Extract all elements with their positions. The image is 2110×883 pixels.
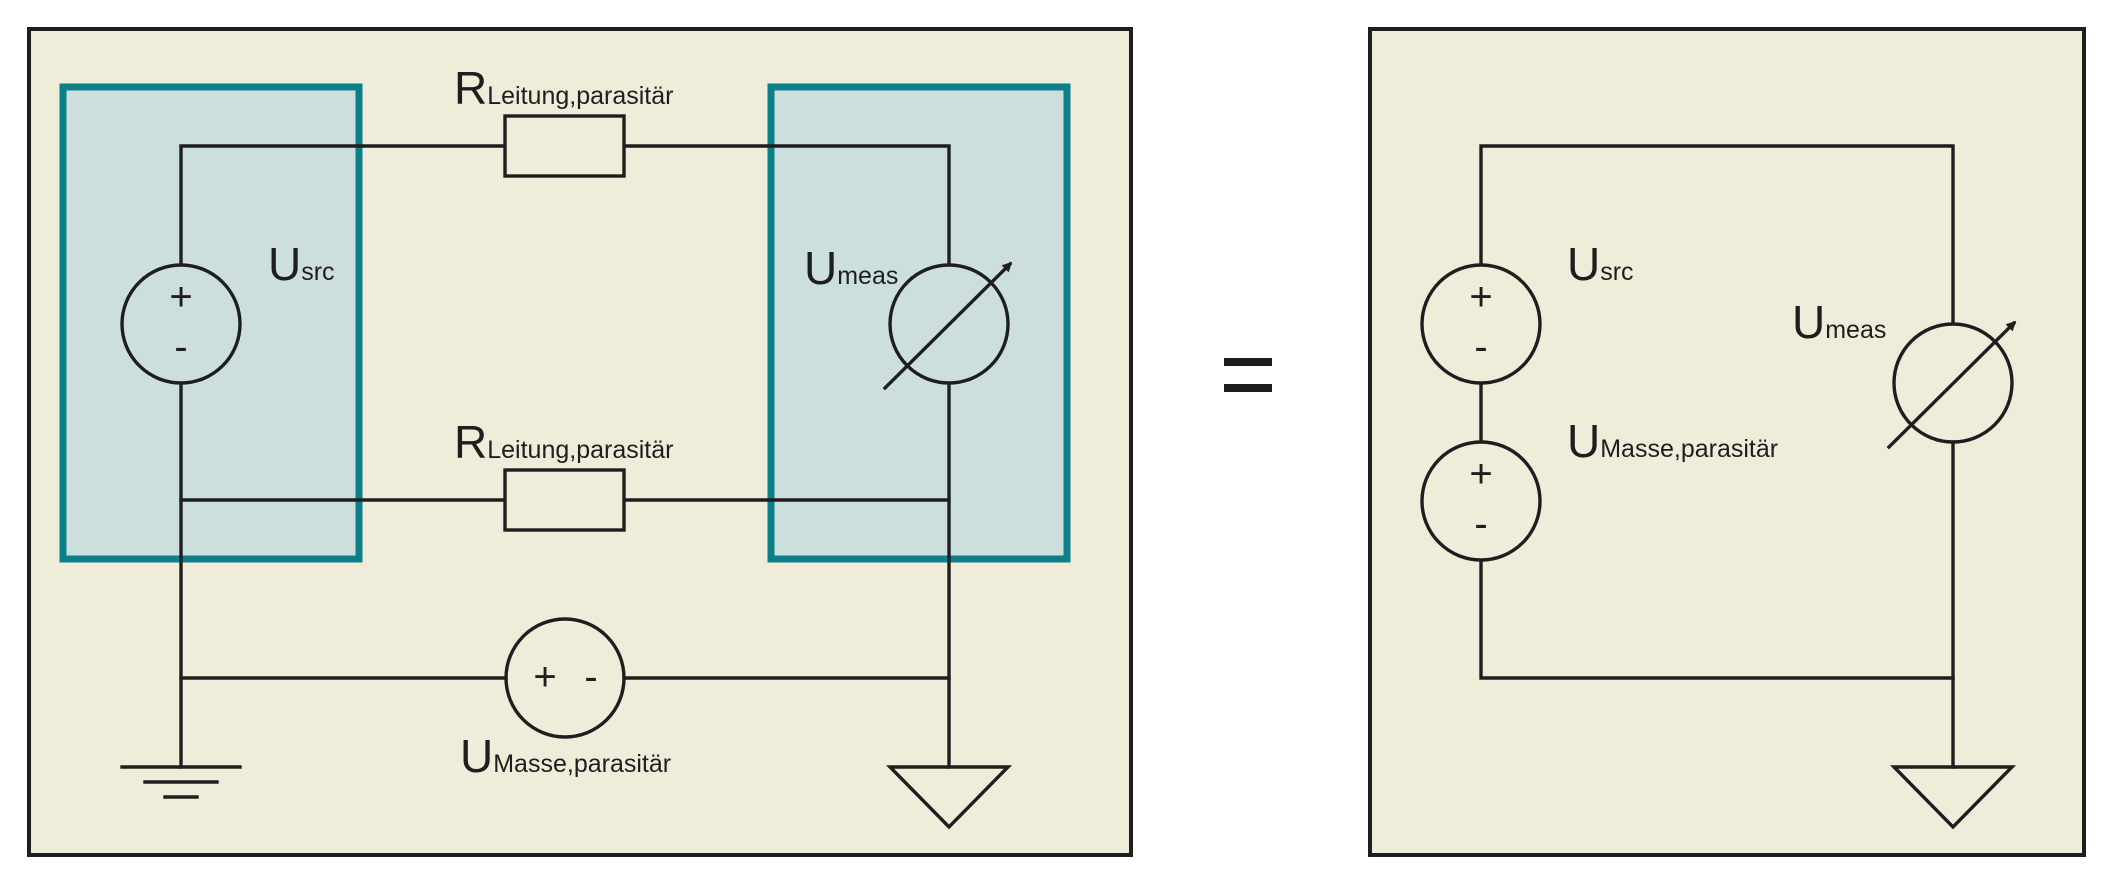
left-wires	[179, 144, 951, 769]
resistor-bottom	[503, 468, 626, 532]
meter-symbol	[882, 261, 1013, 391]
plus-sign: +	[1469, 452, 1492, 496]
ground-voltage-symbol: + -	[504, 617, 626, 739]
plus-sign: +	[1469, 275, 1492, 319]
minus-sign: -	[174, 325, 187, 369]
source-voltage-label: Usrc	[268, 238, 335, 290]
source-voltage-symbol: + -	[120, 263, 242, 385]
right-ground-voltage-label: UMasse,parasitär	[1567, 415, 1778, 467]
meter-device-box	[767, 83, 1071, 563]
meter-arrow-icon	[882, 261, 1013, 391]
ground-triangle-icon	[885, 765, 1013, 830]
right-meter-voltage-label: Umeas	[1792, 296, 1886, 348]
meter-voltage-label: Umeas	[804, 242, 898, 294]
plus-sign: +	[533, 655, 556, 699]
meter-arrow-icon	[1886, 320, 2017, 450]
ground-voltage-label: UMasse,parasitär	[460, 730, 671, 782]
ground-triangle-icon	[1889, 765, 2017, 830]
minus-sign: -	[584, 655, 597, 699]
right-source-voltage-symbol: + -	[1420, 263, 1542, 385]
right-meter-symbol	[1886, 320, 2017, 450]
resistor-top-label: RLeitung,parasitär	[454, 62, 673, 114]
resistor-top	[503, 114, 626, 178]
right-wires	[1479, 144, 1955, 769]
source-device-box	[59, 83, 363, 563]
right-source-voltage-label: Usrc	[1567, 238, 1634, 290]
earth-ground-icon	[120, 765, 242, 799]
minus-sign: -	[1474, 502, 1487, 546]
minus-sign: -	[1474, 325, 1487, 369]
right-ground-voltage-symbol: + -	[1420, 440, 1542, 562]
equals-sign	[1224, 358, 1272, 392]
resistor-bottom-label: RLeitung,parasitär	[454, 416, 673, 468]
plus-sign: +	[169, 275, 192, 319]
